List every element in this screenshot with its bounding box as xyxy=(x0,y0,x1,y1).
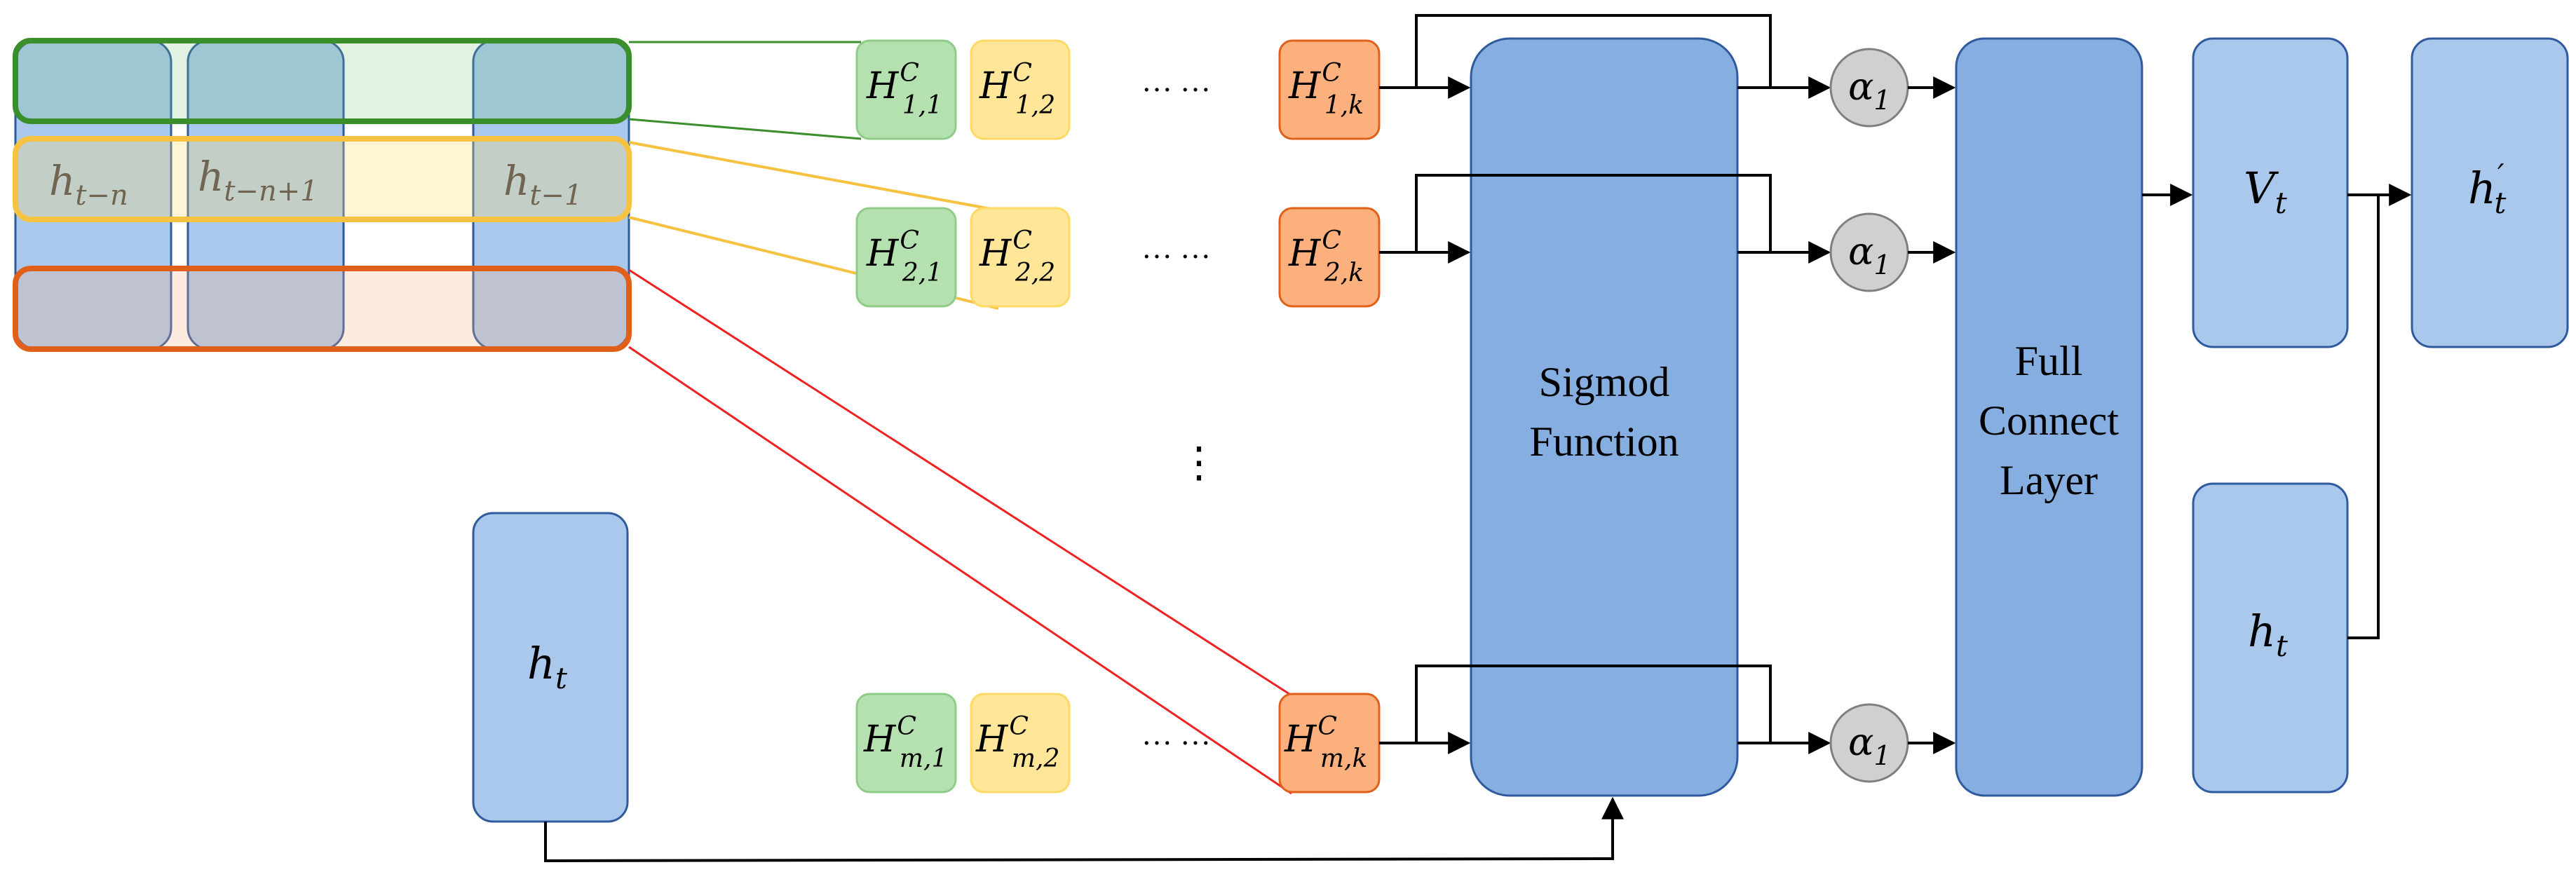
alpha-to-fc-arrows xyxy=(1908,76,1956,754)
alpha-circle-m: α1 xyxy=(1829,703,1909,783)
filter-connector-lines xyxy=(628,41,1292,795)
feature-box-1-1 xyxy=(855,39,957,140)
h-t-minus-n-plus-1-label: ht−n+1 xyxy=(198,153,318,207)
vertical-ellipsis: ⋮ xyxy=(1178,440,1220,486)
svg-text:ht: ht xyxy=(2248,606,2288,663)
svg-text:α1: α1 xyxy=(1848,720,1891,771)
sigmoid-input-arrows xyxy=(1379,14,1831,754)
h-t-input-label: ht xyxy=(527,638,567,695)
h-t-minus-n-label: ht−n xyxy=(49,157,128,212)
sigmoid-function-block: Sigmod Function xyxy=(1470,37,1739,797)
feature-box-2-2 xyxy=(970,207,1071,308)
feature-box-1-k xyxy=(1278,39,1381,140)
feature-box-2-1 xyxy=(855,207,957,308)
fc-label-line2: Connect xyxy=(1979,397,2119,444)
h-t-prime-box: h′t xyxy=(2411,37,2569,348)
v-t-box: Vt xyxy=(2192,37,2349,348)
svg-text:Vt: Vt xyxy=(2244,163,2287,220)
feature-box-1-2 xyxy=(970,39,1071,140)
merge-arrows xyxy=(2347,184,2412,639)
feature-box-m-2 xyxy=(970,693,1071,793)
svg-text:α1: α1 xyxy=(1848,229,1891,280)
fc-label-line1: Full xyxy=(2015,338,2083,384)
feature-box-2-k xyxy=(1278,207,1381,308)
h-t-input-box: ht xyxy=(472,512,629,823)
h-t-minus-1-label: ht−1 xyxy=(503,157,582,212)
svg-text:h′t: h′t xyxy=(2468,158,2506,220)
h-t-to-sigmoid-arrow xyxy=(544,796,1624,863)
sigmoid-label-line1: Sigmod xyxy=(1539,359,1670,405)
feature-box-m-1 xyxy=(855,693,957,793)
svg-text:α1: α1 xyxy=(1848,64,1891,116)
yellow-filter-row xyxy=(13,136,632,222)
alpha-circle-1: α1 xyxy=(1829,48,1909,128)
green-filter-row xyxy=(13,38,632,124)
fc-label-line3: Layer xyxy=(2000,457,2098,503)
horizontal-ellipsis-m: … … xyxy=(1141,717,1211,751)
alpha-circle-2: α1 xyxy=(1829,212,1909,292)
hidden-state-matrix: ht−n ht−n+1 ht−1 xyxy=(13,38,632,352)
orange-filter-row xyxy=(13,266,632,352)
horizontal-ellipsis-1: … … xyxy=(1141,64,1211,98)
h-t-output-box: ht xyxy=(2192,482,2349,793)
full-connect-layer-block: Full Connect Layer xyxy=(1955,37,2143,797)
sigmoid-label-line2: Function xyxy=(1529,418,1679,465)
horizontal-ellipsis-2: … … xyxy=(1141,231,1211,265)
